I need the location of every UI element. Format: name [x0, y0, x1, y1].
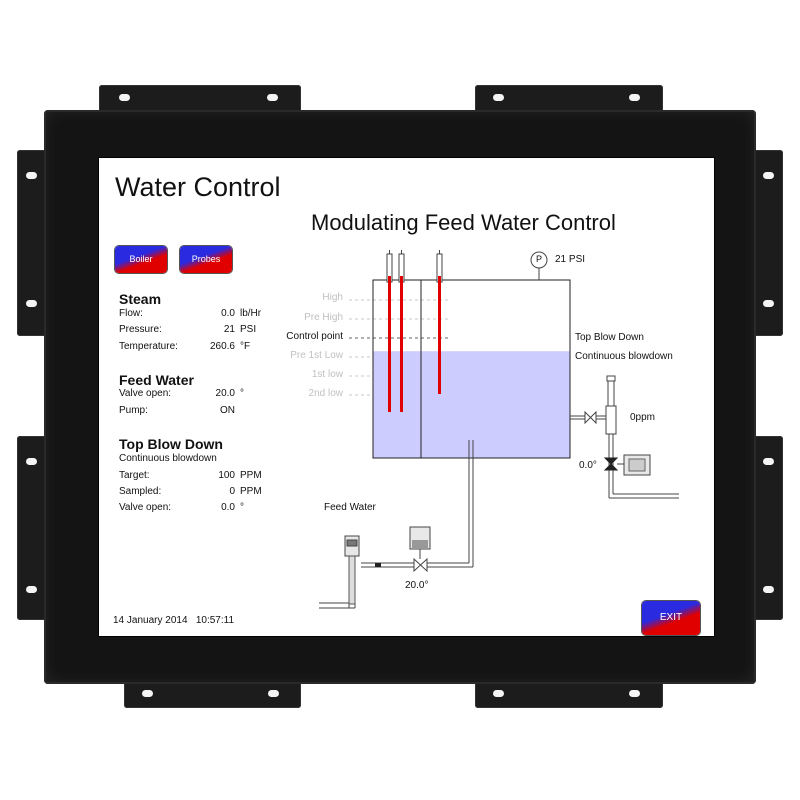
top-blow-down-section-title: Top Blow Down [119, 436, 223, 452]
conductivity-sensor-icon [605, 405, 617, 435]
blowdown-valve-icon [603, 457, 619, 471]
level-label-pre-high: Pre High [304, 312, 343, 323]
blowdown-valve-open-value: 0.0 [221, 502, 235, 513]
level-label-2nd-low: 2nd low [308, 388, 343, 399]
blowdown-sensor-valve-icon [584, 410, 597, 425]
probe-set [386, 250, 443, 412]
mount-bracket-bottom-left [124, 680, 301, 708]
target-value: 100 [218, 470, 235, 481]
level-label-1st-low: 1st low [311, 369, 343, 380]
feed-water-diagram-label: Feed Water [324, 502, 376, 513]
app-title: Water Control [115, 172, 281, 202]
steam-temperature-label: Temperature: [119, 341, 178, 352]
probes-button[interactable]: Probes [180, 246, 232, 273]
pressure-reading: 21 PSI [555, 254, 586, 265]
boiler-tank [372, 279, 571, 459]
feed-valve-open-value: 20.0 [215, 388, 235, 399]
steam-flow-value: 0.0 [221, 308, 235, 319]
blowdown-valve-open-label: Valve open: [119, 502, 172, 513]
sensor-cap-icon [606, 375, 616, 382]
feed-valve-open-label: Valve open: [119, 388, 172, 399]
steam-flow-unit: lb/Hr [240, 308, 262, 319]
blowdown-valve-reading: 0.0° [579, 460, 597, 471]
mount-bracket-left-bottom [17, 436, 47, 620]
check-valve-icon [375, 563, 381, 567]
mount-bracket-right-bottom [753, 436, 783, 620]
level-label-control-point: Control point [286, 331, 343, 342]
boiler-tank-water [373, 351, 570, 458]
sensor-probe-icon [607, 379, 615, 407]
steam-section-title: Steam [119, 291, 162, 307]
pump-label: Pump: [119, 405, 148, 416]
top-blow-down-diagram-label: Top Blow Down [575, 332, 644, 343]
mount-bracket-left-top [17, 150, 47, 336]
pressure-gauge-icon [530, 251, 548, 280]
steam-temperature-unit: °F [240, 341, 251, 352]
feed-valve-reading: 20.0° [405, 580, 429, 591]
steam-temperature-value: 260.6 [209, 341, 235, 352]
hmi-screen: Water Control Modulating Feed Water Cont… [98, 157, 715, 637]
feed-water-pipe [319, 440, 474, 609]
datetime-display: 14 January 2014 10:57:11 [113, 615, 235, 626]
blowdown-pipe [570, 415, 679, 499]
steam-flow-label: Flow: [119, 308, 143, 319]
blowdown-valve-open-unit: ° [240, 502, 244, 513]
mount-bracket-bottom-right [475, 680, 663, 708]
level-label-high: High [322, 292, 343, 303]
probe-rod-1 [388, 276, 391, 412]
probe-rod-3 [438, 276, 441, 394]
diagram-title: Modulating Feed Water Control [311, 210, 616, 235]
sensor-reading: 0ppm [630, 412, 656, 423]
steam-pressure-label: Pressure: [119, 324, 162, 335]
feed-water-section-title: Feed Water [119, 372, 194, 388]
feed-valve-open-unit: ° [240, 388, 244, 399]
target-label: Target: [119, 470, 150, 481]
pressure-gauge-symbol: P [536, 254, 543, 264]
feed-valve-icon [413, 557, 428, 573]
exit-button[interactable]: EXIT [642, 601, 700, 635]
sampled-value: 0 [229, 486, 235, 497]
pump-status-value: ON [220, 405, 235, 416]
boiler-button[interactable]: Boiler [115, 246, 167, 273]
probe-rod-2 [400, 276, 403, 412]
continuous-blowdown-diagram-label: Continuous blowdown [575, 351, 673, 362]
steam-pressure-value: 21 [223, 324, 235, 335]
steam-pressure-unit: PSI [240, 324, 257, 335]
level-label-pre-1st-low: Pre 1st Low [290, 350, 343, 361]
target-unit: PPM [240, 470, 262, 481]
mount-bracket-right-top [753, 150, 783, 336]
boiler-diagram [319, 250, 679, 609]
top-blow-down-subtitle: Continuous blowdown [119, 453, 217, 464]
sampled-unit: PPM [240, 486, 262, 497]
feed-pump-body-icon [348, 555, 356, 605]
sampled-label: Sampled: [119, 486, 162, 497]
